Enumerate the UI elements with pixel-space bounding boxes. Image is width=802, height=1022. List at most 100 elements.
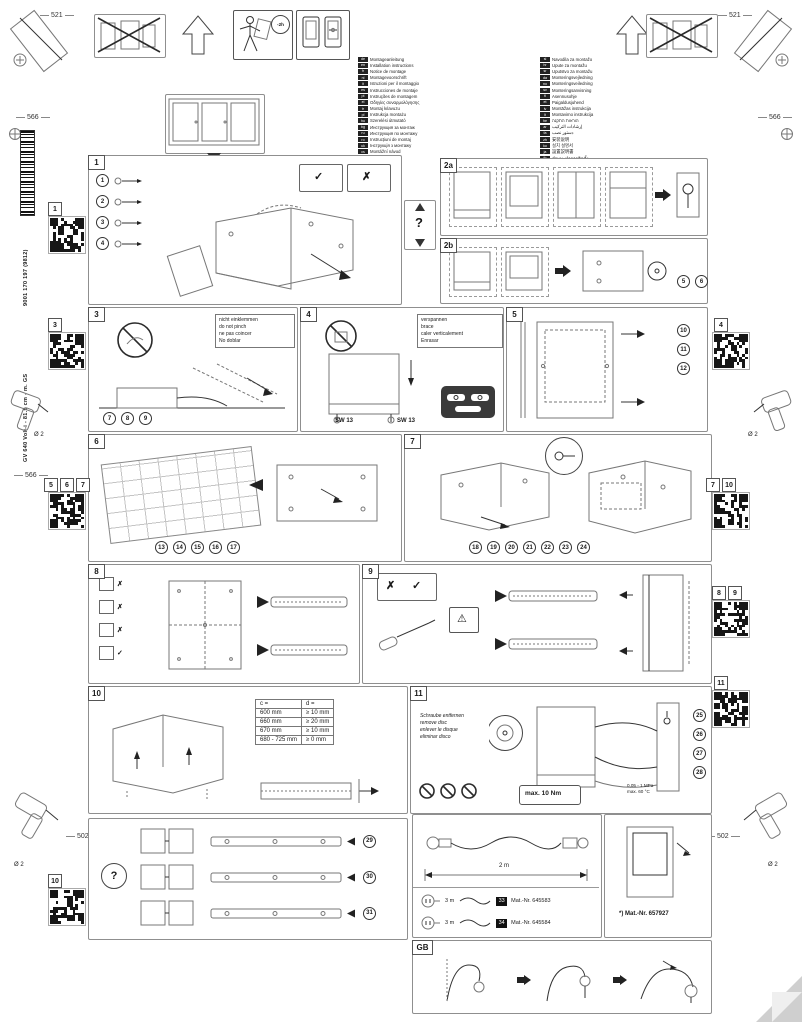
step-1-panel: 1 1 2 3 4	[88, 155, 402, 305]
note-line: verspannen	[421, 317, 448, 323]
parts-list-row: 2	[96, 195, 147, 208]
step-number: 1	[88, 155, 105, 170]
language-code: pl	[358, 112, 368, 118]
language-title: Navodila za montažo	[552, 56, 593, 62]
language-code: en	[358, 62, 368, 68]
language-item: ar إرشادات التركيب	[540, 124, 702, 130]
marker: 3	[96, 216, 109, 229]
timer-icon: -2h	[271, 15, 290, 34]
language-list-column-b: sl Navodila za montažo hr Upute za monta…	[540, 56, 702, 161]
language-item: lv Montāžas instrukcija	[540, 106, 702, 112]
marker: 28	[693, 766, 706, 779]
door-edge-detail-icon	[582, 250, 667, 292]
language-title: Upute za montažu	[552, 62, 587, 68]
language-code: pt	[358, 93, 368, 99]
divider	[413, 887, 599, 888]
right-arrow-icon	[613, 975, 627, 985]
language-code: es	[358, 87, 368, 93]
note-line: No doblar	[219, 338, 241, 344]
language-title: Notice de montage	[370, 68, 407, 74]
fastening-option-row: 30	[137, 859, 376, 895]
note-line: Schraube entfernen	[420, 713, 464, 719]
language-code: he	[540, 118, 550, 124]
language-code: ru	[358, 130, 368, 136]
note-line: ne pas coincer	[219, 331, 252, 337]
language-code: fi	[540, 93, 550, 99]
press-arrow-icon	[249, 479, 263, 491]
prohibited-icon	[325, 320, 357, 352]
hinge-detail-icon	[676, 172, 700, 218]
torque-value: max. 10 Nm	[525, 790, 562, 797]
drill-dia-label: Ø 2	[34, 432, 44, 438]
cable-hook-diagram-2	[546, 965, 591, 1002]
parts-list-row: 3	[96, 216, 147, 229]
appliance-level-diagram	[328, 353, 414, 424]
check-mark: ✗	[117, 627, 123, 634]
cabinet-variant-6	[501, 247, 549, 297]
language-code: hr	[540, 62, 550, 68]
fastener-strip-icon	[210, 872, 355, 883]
check-icon: ✓	[314, 171, 324, 183]
cabinet-variant-5	[449, 247, 497, 297]
wrench-size-label: SW 13	[335, 418, 354, 424]
language-item: ru Инструкция по монтажу	[358, 130, 536, 136]
door-edge-seal-diagram	[619, 574, 690, 672]
cell-c: 660 mm	[254, 717, 303, 727]
cabinet-cube-icon	[99, 623, 114, 637]
check-mark: ✗	[117, 581, 123, 588]
language-title: Montāžas instrukcija	[552, 106, 591, 112]
language-title: Instrucțiuni de montaj	[370, 137, 411, 143]
cabinet-icon	[453, 171, 491, 219]
language-item: fi Asennusohje	[540, 93, 702, 99]
tilted-board-icon	[733, 9, 793, 73]
down-triangle-icon	[415, 239, 425, 247]
language-code: nl	[358, 75, 368, 81]
language-code: fa	[540, 130, 550, 136]
language-title: Montavimo instrukcija	[552, 112, 594, 118]
language-list-column-a: de Montageanleitung en Installation inst…	[358, 56, 536, 161]
corner-graphic-top-right	[724, 8, 796, 85]
hose-extension-diagram	[426, 836, 589, 850]
magnifier-detail	[487, 715, 523, 751]
language-code: ar	[540, 124, 550, 130]
language-title: Montageanleitung	[370, 56, 405, 62]
language-code: tr	[358, 106, 368, 112]
question-mark: ?	[110, 870, 118, 882]
option-connector-box: ?	[404, 200, 436, 250]
language-code: cs	[358, 149, 368, 155]
cabinet-side-icon	[140, 864, 194, 890]
qr-code-step3	[48, 332, 86, 370]
qr-label-step11: 11	[714, 676, 728, 690]
language-item: sv Monteringsanvisning	[540, 87, 702, 93]
dimension-566-left: 566	[14, 114, 52, 121]
cell-d: ≥ 20 mm	[301, 717, 335, 727]
note-line: eliminar disco	[420, 734, 451, 740]
language-code: hu	[358, 118, 368, 124]
cabinet-cube-icon	[99, 600, 114, 614]
niche-front-diagram	[168, 580, 242, 670]
accessory-panel-box: *) Mat.-Nr. 657927	[604, 814, 712, 938]
spec-line: 0,05 - 1 MPa	[627, 783, 654, 788]
language-item: tr Montaj kılavuzu	[358, 106, 536, 112]
qr-label-steps-8-9: 8 9	[712, 586, 742, 600]
plug-icon	[421, 916, 440, 930]
note-line: do not pinch	[219, 324, 247, 330]
variant-check-row: ✗	[99, 623, 123, 637]
language-code: ro	[358, 137, 368, 143]
language-item: he הוראות התקנה	[540, 118, 702, 124]
marker: 24	[577, 541, 590, 554]
up-arrow-icon	[615, 15, 649, 55]
furniture-door-diagram	[276, 464, 378, 522]
plinth-height-table: c = d = 600 mm ≥ 10 mm 660 mm ≥ 20 mm 67…	[254, 699, 335, 745]
power-cord-list: 3 m 33 Mat.-Nr. 645583 3 m 34 Mat.-Nr. 6…	[421, 891, 551, 933]
qr-code-step4	[712, 332, 750, 370]
item-number-badge: 33	[496, 896, 508, 906]
tilted-board-icon	[9, 9, 69, 73]
language-item: de Montageanleitung	[358, 56, 536, 62]
table-row: 670 mm ≥ 10 mm	[254, 726, 335, 736]
